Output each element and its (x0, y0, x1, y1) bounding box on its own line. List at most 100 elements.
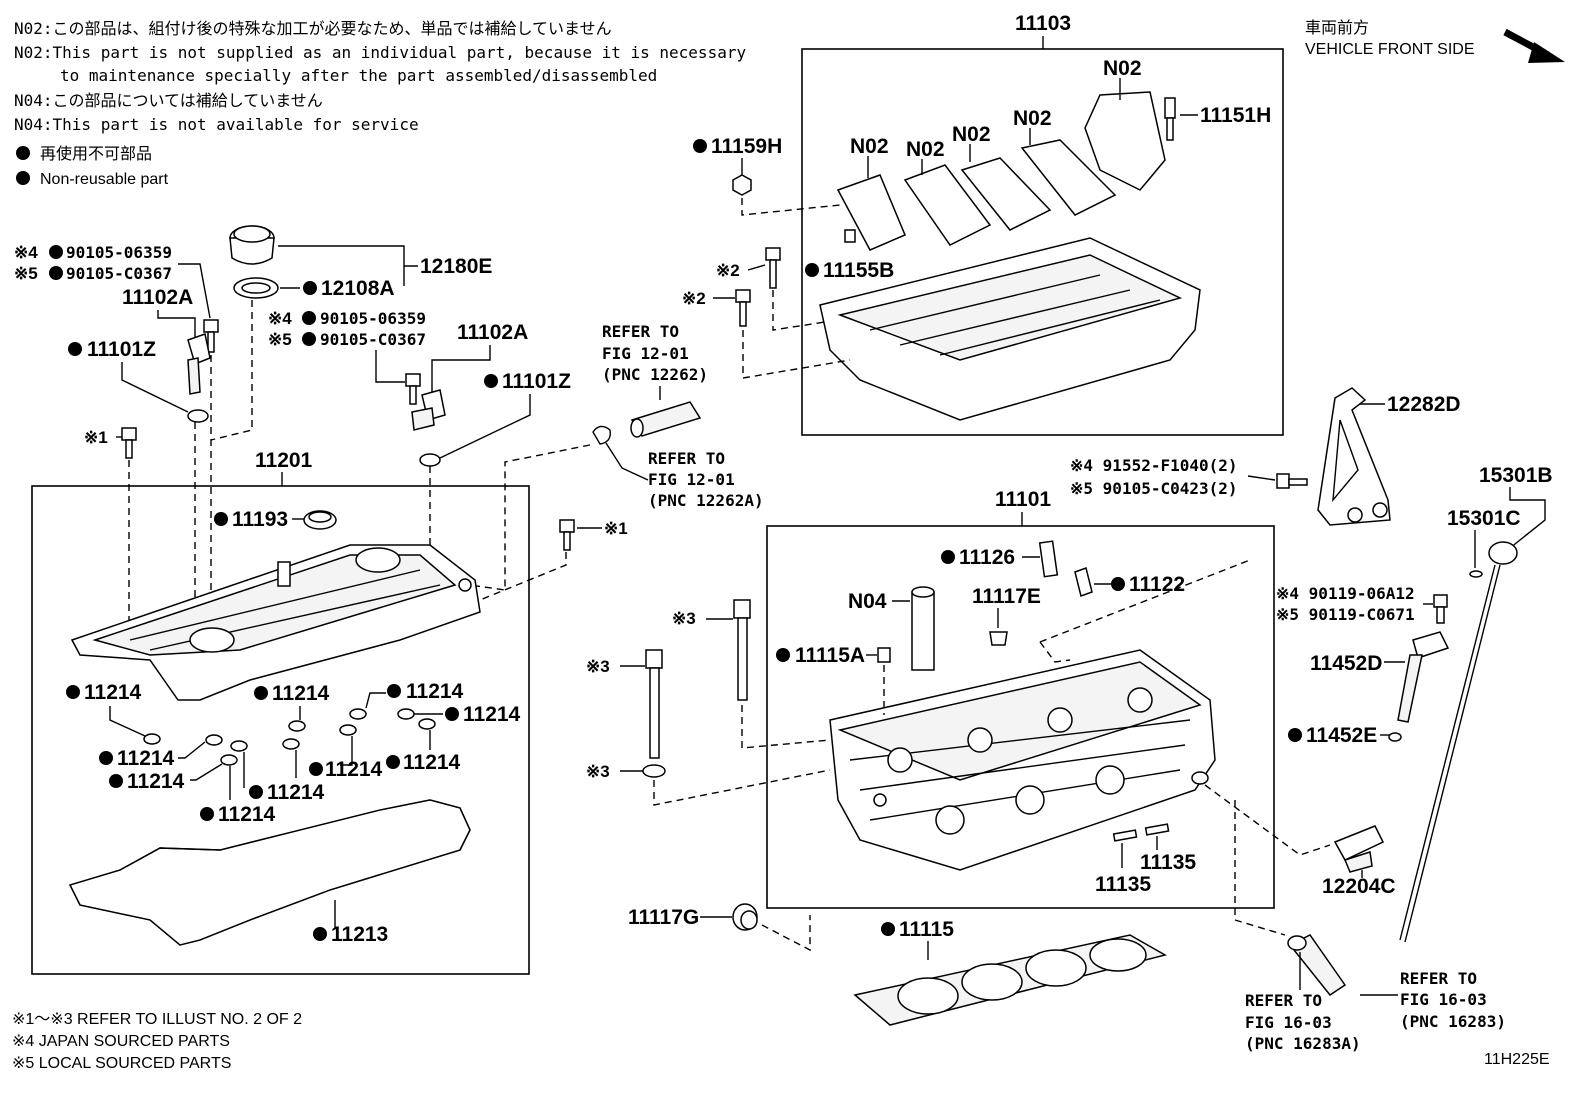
refer-12262a-line3: (PNC 12262A) (648, 491, 764, 510)
engine-hanger-12282d-drawing (1317, 387, 1391, 526)
note-n02-english-line2: to maintenance specially after the part … (60, 66, 657, 85)
label-11101: 11101 (995, 488, 1051, 511)
label-90119-06a12: ※4 90119-06A12 (1276, 584, 1415, 603)
label-12180e: 12180E (420, 255, 492, 278)
label-11201: 11201 (255, 449, 313, 472)
gasket-11214-2-drawing (288, 720, 306, 732)
non-reusable-dot-icon (1111, 577, 1125, 591)
bolt-90105-b-drawing (405, 373, 421, 405)
gasket-11214-8-drawing (205, 734, 223, 746)
seal-11135-a-drawing (1112, 829, 1138, 842)
label-90105-c0423: ※5 90105-C0423(2) (1070, 479, 1238, 498)
non-reusable-dot-icon (484, 374, 498, 388)
seal-11135-b-drawing (1144, 823, 1170, 836)
label-11452d: 11452D (1310, 652, 1382, 675)
label-ref-2-b: ※2 (682, 289, 706, 308)
label-11102a-a: 11102A (122, 286, 193, 309)
note-n02-japanese: N02:この部品は、組付け後の特殊な加工が必要なため、単品では補給していません (14, 19, 612, 38)
non-reusable-dot-icon (302, 332, 316, 346)
label-91552-f1040: ※4 91552-F1040(2) (1070, 456, 1238, 475)
footer-notes: ※1～※3 REFER TO ILLUST NO. 2 OF 2 ※4 JAPA… (12, 1011, 1550, 1072)
vehicle-front-indicator: 車両前方 VEHICLE FRONT SIDE (1305, 19, 1565, 63)
label-n02-e: N02 (1103, 57, 1142, 80)
label-90119-c0671: ※5 90119-C0671 (1276, 605, 1415, 624)
non-reusable-dot-icon (249, 785, 263, 799)
washer-ref-3-drawing (642, 764, 666, 778)
non-reusable-dot-icon (99, 751, 113, 765)
front-arrow-icon (1503, 28, 1565, 63)
label-11117g: 11117G (628, 906, 699, 929)
label-11117e: 11117E (972, 585, 1041, 608)
label-11213: 11213 (331, 923, 388, 946)
head-bolt-ref-3-a-drawing (733, 599, 751, 701)
o-ring-11101z-b-drawing (419, 453, 441, 467)
camshaft-housing-drawing (819, 91, 1201, 421)
cylinder-head-drawing (829, 649, 1216, 871)
label-n02-b: N02 (906, 138, 945, 161)
non-reusable-dot-icon (302, 311, 316, 325)
cylinder-head-cover-drawing (70, 544, 481, 701)
label-ref-3-a: ※3 (672, 609, 696, 628)
label-ref-5-b: ※5 (268, 330, 292, 349)
legend-notes: N02:この部品は、組付け後の特殊な加工が必要なため、単品では補給していません … (14, 19, 746, 188)
vehicle-front-japanese: 車両前方 (1305, 19, 1369, 37)
refer-12262-line2: FIG 12-01 (602, 344, 689, 363)
non-reusable-dot-icon (776, 648, 790, 662)
label-12204c: 12204C (1322, 875, 1396, 898)
gasket-11214-10-drawing (220, 754, 238, 766)
o-ring-15301c-drawing (1469, 570, 1483, 578)
non-reusable-dot-icon (303, 281, 317, 295)
label-11135-a: 11135 (1095, 873, 1151, 896)
label-11151h: 11151H (1200, 104, 1271, 127)
label-11135-b: 11135 (1140, 851, 1196, 874)
non-reusable-dot-icon (254, 686, 268, 700)
gasket-11214-9-drawing (230, 740, 248, 752)
non-reusable-dot-icon (941, 550, 955, 564)
dowel-n04-drawing (911, 586, 935, 671)
dipstick-guide-11452d-drawing (1397, 631, 1450, 723)
pin-11126-drawing (1038, 540, 1059, 578)
non-reusable-dot-icon (881, 922, 895, 936)
label-11452e: 11452E (1306, 724, 1377, 747)
non-reusable-dot-icon (445, 707, 459, 721)
refer-16283-line1: REFER TO (1400, 969, 1477, 988)
head-bolt-ref-3-b-drawing (645, 649, 663, 759)
dipstick-15301b-drawing (1399, 541, 1518, 943)
group-box-11201 (31, 485, 530, 975)
footer-japan-sourced: ※4 JAPAN SOURCED PARTS (12, 1033, 230, 1050)
label-12108a: 12108A (321, 277, 395, 300)
non-reusable-dot-icon (309, 762, 323, 776)
label-11155b: 11155B (823, 259, 894, 282)
non-reusable-dot-icon (68, 342, 82, 356)
label-11115: 11115 (899, 918, 954, 941)
non-reusable-dot-icon (16, 146, 30, 160)
non-reusable-dot-icon (1288, 728, 1302, 742)
footer-local-sourced: ※5 LOCAL SOURCED PARTS (12, 1055, 231, 1072)
note-nonreusable-japanese: 再使用不可部品 (40, 144, 152, 163)
pcv-hose-drawing (630, 401, 702, 438)
label-11214-8: 11214 (127, 770, 185, 793)
o-ring-11101z-a-drawing (187, 409, 209, 423)
non-reusable-dot-icon (313, 927, 327, 941)
hose-16283-drawing (1287, 934, 1347, 997)
non-reusable-dot-icon (109, 774, 123, 788)
non-reusable-dot-icon (805, 263, 819, 277)
head-gasket-11115-drawing (853, 934, 1167, 1026)
non-reusable-dot-icon (386, 755, 400, 769)
label-11214-1: 11214 (84, 681, 142, 704)
dowel-11115a-drawing (877, 647, 891, 663)
non-reusable-dot-icon (387, 684, 401, 698)
plug-11117g-drawing (732, 903, 758, 931)
nut-11159h-drawing (732, 174, 752, 196)
label-11214-4: 11214 (463, 703, 521, 726)
o-ring-11452e-drawing (1388, 732, 1402, 742)
label-11214-7: 11214 (117, 747, 175, 770)
illustration-code: 11H225E (1484, 1051, 1550, 1068)
label-ref-1-b: ※1 (604, 519, 628, 538)
label-11193: 11193 (232, 508, 288, 531)
non-reusable-dot-icon (214, 512, 228, 526)
label-15301b: 15301B (1479, 464, 1553, 487)
refer-12262-line1: REFER TO (602, 322, 679, 341)
group-box-11101 (766, 525, 1275, 909)
label-n02-a: N02 (850, 135, 889, 158)
